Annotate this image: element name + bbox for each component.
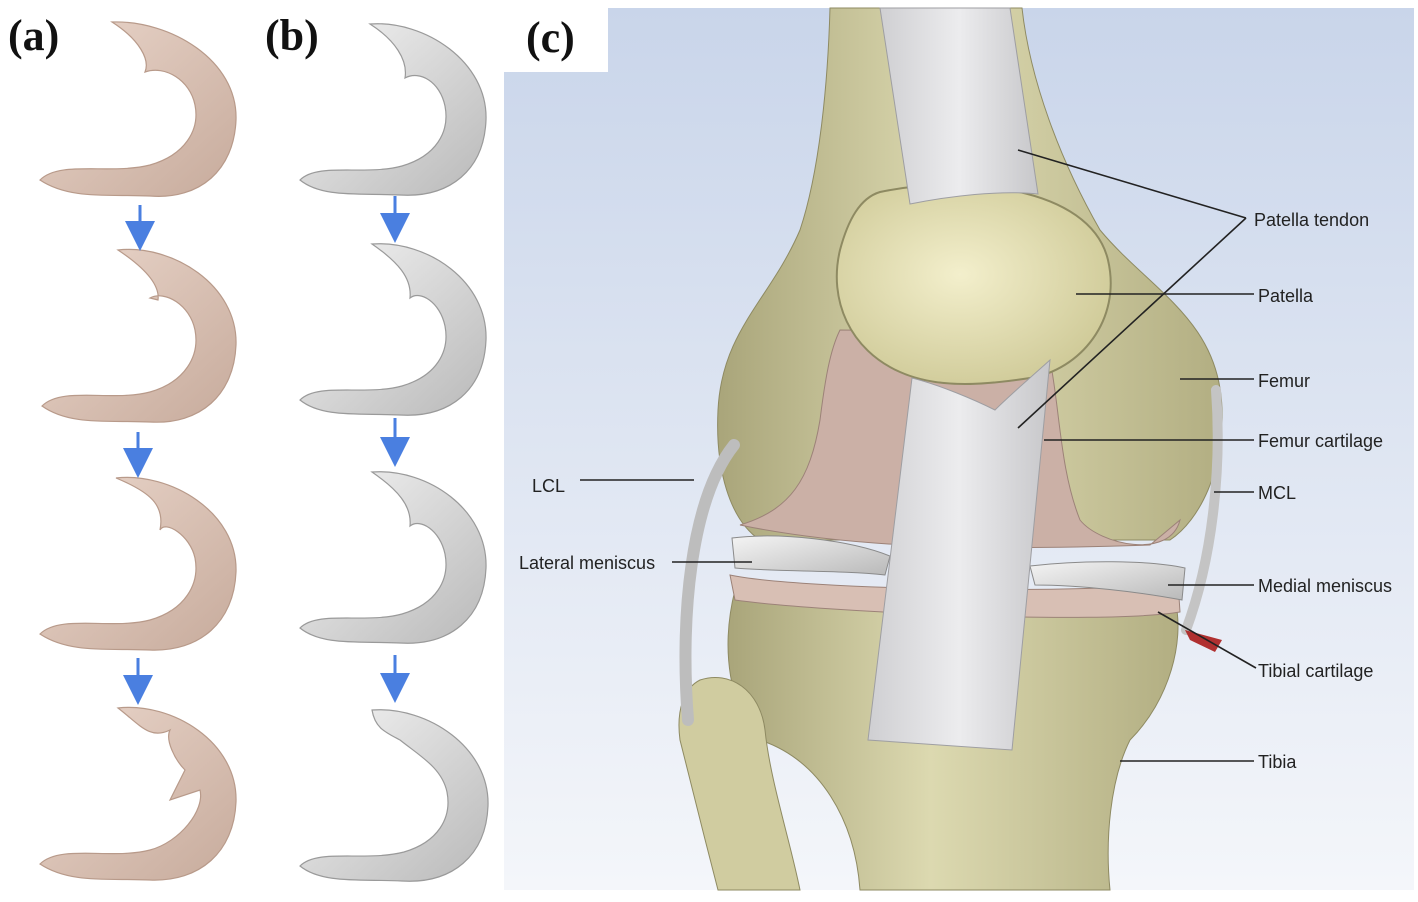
panel-label-a: (a) <box>8 11 60 60</box>
panel-label-c: (c) <box>526 13 575 62</box>
label-medial-meniscus: Medial meniscus <box>1258 576 1392 596</box>
patella-tendon-lower <box>867 358 1051 751</box>
patella <box>835 183 1112 385</box>
label-lcl: LCL <box>532 476 565 496</box>
meniscus-b-1 <box>299 23 487 196</box>
label-mcl: MCL <box>1258 483 1296 503</box>
leader-patella-tendon-1 <box>1017 149 1247 219</box>
lcl <box>679 439 740 726</box>
panel-b-meniscus-sequence <box>299 23 489 882</box>
medial-meniscus <box>1029 561 1186 601</box>
meniscus-a-1 <box>39 21 237 197</box>
meniscus-a-3 <box>39 476 237 651</box>
meniscus-b-3 <box>299 471 487 644</box>
panel-label-b: (b) <box>265 11 319 60</box>
meniscus-b-2 <box>299 243 487 416</box>
leader-tibial-cartilage <box>1157 611 1257 669</box>
meniscus-a-4 <box>39 706 237 881</box>
panel-a-meniscus-sequence <box>39 21 237 881</box>
patella-tendon-upper <box>879 7 1039 205</box>
label-femur-cartilage: Femur cartilage <box>1258 431 1383 451</box>
tibial-insertion-marker <box>1185 630 1222 652</box>
panel-c-knee-model: (c) <box>504 7 1414 891</box>
label-lateral-meniscus: Lateral meniscus <box>519 553 655 573</box>
label-tibia: Tibia <box>1258 752 1297 772</box>
label-femur: Femur <box>1258 371 1310 391</box>
mcl <box>1181 385 1223 635</box>
panel-c-label-box <box>504 8 608 72</box>
label-patella: Patella <box>1258 286 1314 306</box>
lateral-meniscus <box>731 535 891 576</box>
meniscus-b-4 <box>299 709 489 882</box>
leader-patella-tendon-2 <box>1017 217 1247 429</box>
label-tibial-cartilage: Tibial cartilage <box>1258 661 1373 681</box>
label-patella-tendon: Patella tendon <box>1254 210 1369 230</box>
fibula <box>678 676 801 891</box>
meniscus-a-2 <box>41 248 237 423</box>
